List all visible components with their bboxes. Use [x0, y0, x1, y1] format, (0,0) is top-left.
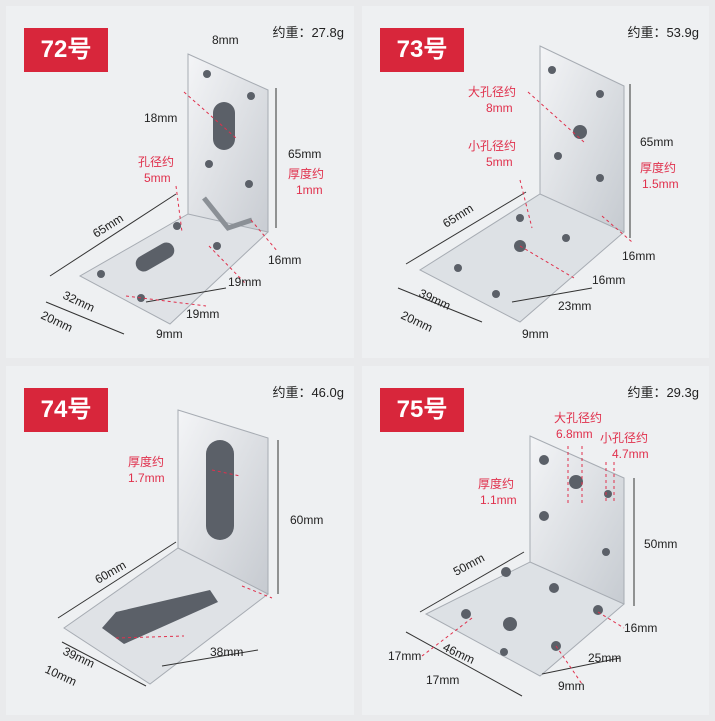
model-badge: 73号 — [380, 28, 464, 72]
weight-label: 约重：27.8g — [272, 25, 344, 40]
product-panel-73: 73号 约重：53.9g 大孔径约 8mm 小孔径约 — [362, 6, 709, 358]
dim-label: 8mm — [212, 33, 239, 47]
bracket-illustration: 大孔径约 6.8mm 小孔径约 4.7mm 厚度约 1.1mm 50mm 50m… — [388, 410, 677, 697]
dim-label: 60mm — [290, 513, 323, 527]
big-hole-value: 8mm — [486, 101, 513, 115]
model-badge: 72号 — [24, 28, 108, 72]
dim-label: 18mm — [144, 111, 177, 125]
dim-label: 25mm — [588, 651, 621, 665]
small-hole-label: 小孔径约 — [600, 430, 648, 445]
dim-label: 17mm — [426, 673, 459, 687]
hole-diameter-value: 5mm — [144, 171, 171, 185]
dim-label: 23mm — [558, 299, 591, 313]
dim-label: 9mm — [522, 327, 549, 341]
thickness-value: 1.5mm — [642, 177, 679, 191]
hole-diameter-label: 孔径约 — [138, 154, 174, 169]
dim-label: 50mm — [451, 551, 487, 579]
small-hole-value: 4.7mm — [612, 447, 649, 461]
dim-label: 17mm — [388, 649, 421, 663]
thickness-label: 厚度约 — [288, 166, 324, 181]
thickness-value: 1.7mm — [128, 471, 165, 485]
model-badge: 74号 — [24, 388, 108, 432]
bracket-illustration: 厚度约 1.7mm 60mm 60mm 38mm 39mm 10mm — [43, 409, 323, 689]
weight-label: 约重：53.9g — [627, 25, 699, 40]
dim-label: 16mm — [622, 249, 655, 263]
thickness-label: 厚度约 — [128, 454, 164, 469]
thickness-value: 1mm — [296, 183, 323, 197]
dim-label: 16mm — [624, 621, 657, 635]
dim-label: 16mm — [268, 253, 301, 267]
model-badge: 75号 — [380, 388, 464, 432]
dim-label: 19mm — [186, 307, 219, 321]
dim-label: 9mm — [558, 679, 585, 693]
thickness-label: 厚度约 — [640, 160, 676, 175]
dim-label: 65mm — [288, 147, 321, 161]
bracket-illustration: 大孔径约 8mm 小孔径约 5mm 65mm 厚度约 1.5mm 65mm 16… — [397, 45, 679, 341]
big-hole-value: 6.8mm — [556, 427, 593, 441]
product-panel-75: 75号 约重：29.3g — [362, 366, 709, 715]
thickness-value: 1.1mm — [480, 493, 517, 507]
dim-label: 46mm — [441, 640, 477, 667]
dim-label: 19mm — [228, 275, 261, 289]
dim-label: 20mm — [399, 308, 435, 335]
dim-label: 10mm — [43, 662, 79, 689]
dim-label: 65mm — [90, 211, 126, 241]
bracket-illustration: 8mm 18mm 65mm 65mm 16mm 19mm 19mm 32mm 2… — [39, 33, 324, 341]
dim-label: 16mm — [592, 273, 625, 287]
dim-label: 65mm — [440, 201, 476, 231]
small-hole-value: 5mm — [486, 155, 513, 169]
dim-label: 65mm — [640, 135, 673, 149]
product-panel-74: 74号 约重：46.0g 厚度约 1.7mm 60mm 60mm 38mm — [6, 366, 354, 715]
dim-label: 50mm — [644, 537, 677, 551]
dim-label: 38mm — [210, 645, 243, 659]
product-panel-72: 72号 约重：27.8g — [6, 6, 354, 358]
dim-label: 39mm — [417, 286, 453, 313]
thickness-label: 厚度约 — [478, 476, 514, 491]
dim-label: 39mm — [61, 644, 97, 671]
big-hole-label: 大孔径约 — [554, 410, 602, 425]
big-hole-label: 大孔径约 — [468, 84, 516, 99]
small-hole-label: 小孔径约 — [468, 138, 516, 153]
weight-label: 约重：29.3g — [627, 385, 699, 400]
dim-label: 9mm — [156, 327, 183, 341]
weight-label: 约重：46.0g — [272, 385, 344, 400]
dim-label: 60mm — [93, 558, 129, 587]
